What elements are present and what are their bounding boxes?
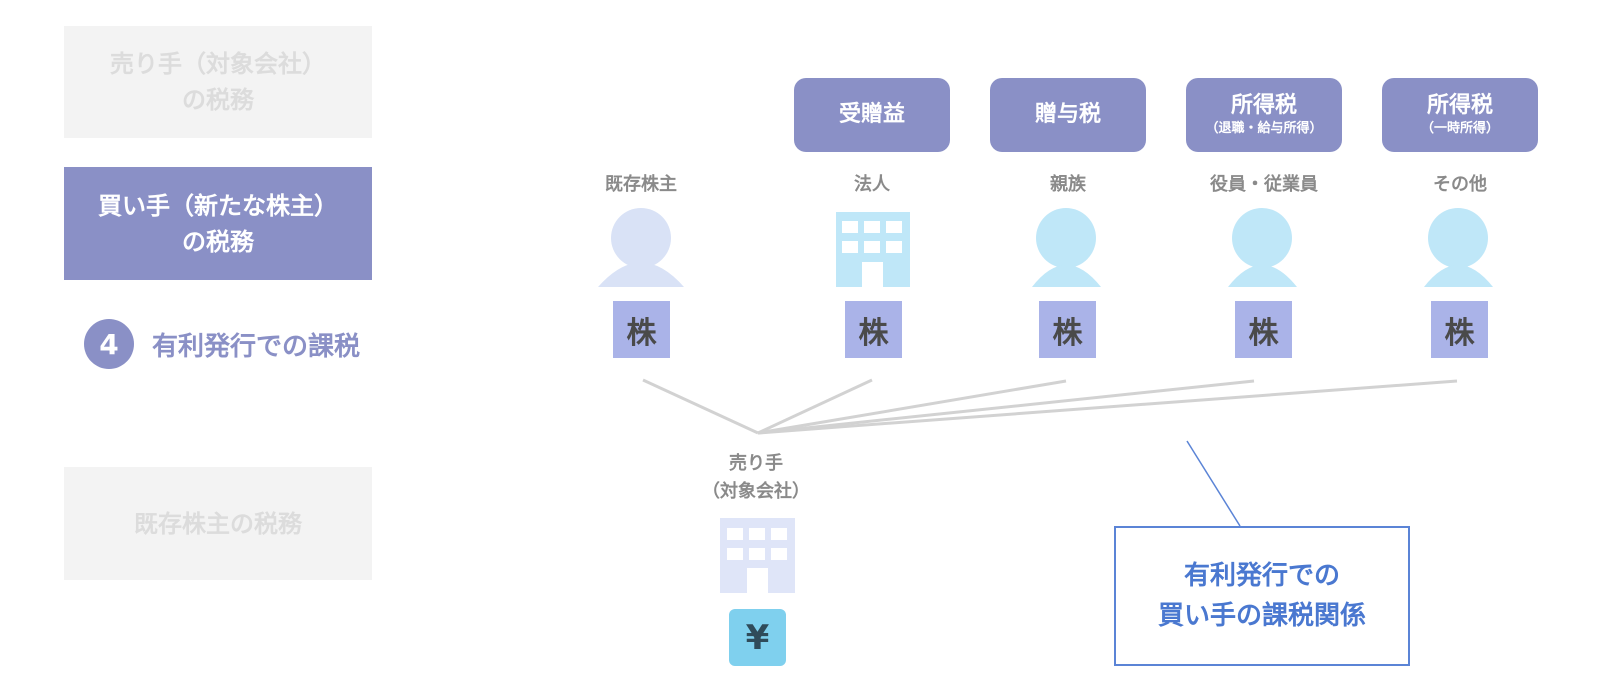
tax-box-main: 所得税 xyxy=(1426,93,1493,118)
callout-line1: 有利発行での xyxy=(1183,561,1340,591)
tax-box-main: 贈与税 xyxy=(1034,102,1101,127)
stock-tile: 株 xyxy=(613,301,670,358)
tab-existing-label: 既存株主の税務 xyxy=(134,509,302,538)
person-icon xyxy=(1424,208,1493,287)
tab-buyer-line1: 買い手（新たな株主） xyxy=(98,191,338,220)
building-icon xyxy=(836,212,910,287)
tax-box-gift-tax: 贈与税 xyxy=(990,78,1146,152)
callout-line2: 買い手の課税関係 xyxy=(1157,601,1366,631)
connector-line xyxy=(757,379,1458,435)
tax-box-main: 所得税 xyxy=(1230,93,1297,118)
connector-line xyxy=(757,379,1067,435)
tax-box-sub: （一時所得） xyxy=(1420,121,1499,136)
holder-label-relatives: 親族 xyxy=(1050,174,1086,195)
connector-line xyxy=(642,378,759,435)
stock-tile: 株 xyxy=(1431,301,1488,358)
holder-label-officers: 役員・従業員 xyxy=(1210,174,1318,195)
person-icon xyxy=(598,208,684,287)
stock-tile: 株 xyxy=(845,301,902,358)
tab-existing-shareholder-tax[interactable]: 既存株主の税務 xyxy=(64,467,372,580)
connector-line xyxy=(757,379,1255,435)
seller-label: 売り手 （対象会社） xyxy=(656,450,856,506)
tab-seller-line2: の税務 xyxy=(182,86,254,114)
tax-box-income-tax-occasional: 所得税 （一時所得） xyxy=(1382,78,1538,152)
holder-label-corporation: 法人 xyxy=(854,174,890,195)
callout-pointer xyxy=(1186,440,1241,527)
callout-box: 有利発行での買い手の課税関係 xyxy=(1114,526,1410,666)
connector-line xyxy=(757,378,873,435)
yen-icon: ¥ xyxy=(729,609,786,666)
stock-tile: 株 xyxy=(1235,301,1292,358)
step-number-badge: 4 xyxy=(84,319,134,369)
tax-box-main: 受贈益 xyxy=(838,102,905,127)
tax-box-income-tax-employment: 所得税 （退職・給与所得） xyxy=(1186,78,1342,152)
seller-label-line2: （対象会社） xyxy=(702,481,810,502)
building-icon xyxy=(720,518,795,593)
person-icon xyxy=(1228,208,1297,287)
person-icon xyxy=(1032,208,1101,287)
step-heading: 4 有利発行での課税 xyxy=(84,319,360,369)
holder-label-others: その他 xyxy=(1433,174,1487,195)
tab-seller-tax[interactable]: 売り手（対象会社） の税務 xyxy=(64,26,372,138)
holder-label-existing: 既存株主 xyxy=(605,174,677,195)
seller-label-line1: 売り手 xyxy=(729,453,783,474)
tab-seller-line1: 売り手（対象会社） xyxy=(110,50,326,78)
connector-lines xyxy=(642,378,1458,435)
tax-box-sub: （退職・給与所得） xyxy=(1205,121,1323,136)
tab-buyer-tax[interactable]: 買い手（新たな株主） の税務 xyxy=(64,167,372,280)
stock-tile: 株 xyxy=(1039,301,1096,358)
step-label: 有利発行での課税 xyxy=(152,331,361,362)
tax-box-gift-income: 受贈益 xyxy=(794,78,950,152)
tab-buyer-line2: の税務 xyxy=(182,227,254,256)
